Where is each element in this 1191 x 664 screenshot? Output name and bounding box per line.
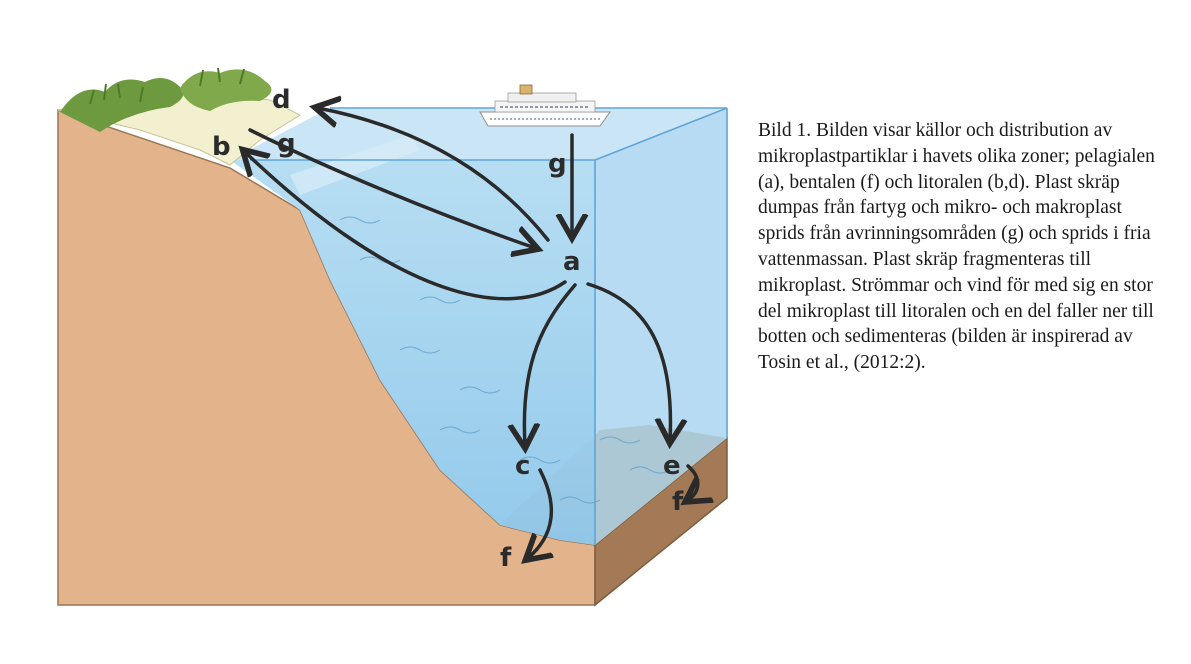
ship-icon [479,84,611,127]
microplastic-distribution-diagram: a b c d e f f g g [57,67,728,607]
label-f-floor: f [672,487,684,517]
label-d: d [272,85,291,115]
water-side-face [595,108,727,545]
arrow-coast-to-a [248,128,535,248]
water-waves [339,216,671,504]
label-c: c [515,451,530,481]
arrow-a-to-b [245,152,567,301]
arrow-a-to-d [318,108,550,242]
label-f-slope: f [500,543,512,573]
shallow-shelf [290,135,420,195]
label-g-coast: g [277,129,296,159]
arrow-a-to-e [586,282,670,440]
arrow-a-to-c [524,283,577,445]
flow-arrows [245,108,698,558]
arrow-e-to-f [688,464,698,500]
dune-grass [60,67,272,132]
water-front-face [230,160,595,545]
label-a: a [563,247,581,277]
figure-caption: Bild 1. Bilden visar källor och distribu… [758,120,1155,374]
label-b: b [212,132,231,162]
diagram-canvas: a b c d e f f g g [57,67,728,607]
label-e: e [663,451,681,481]
arrow-c-to-f [528,468,551,558]
label-g-ship: g [548,149,567,179]
